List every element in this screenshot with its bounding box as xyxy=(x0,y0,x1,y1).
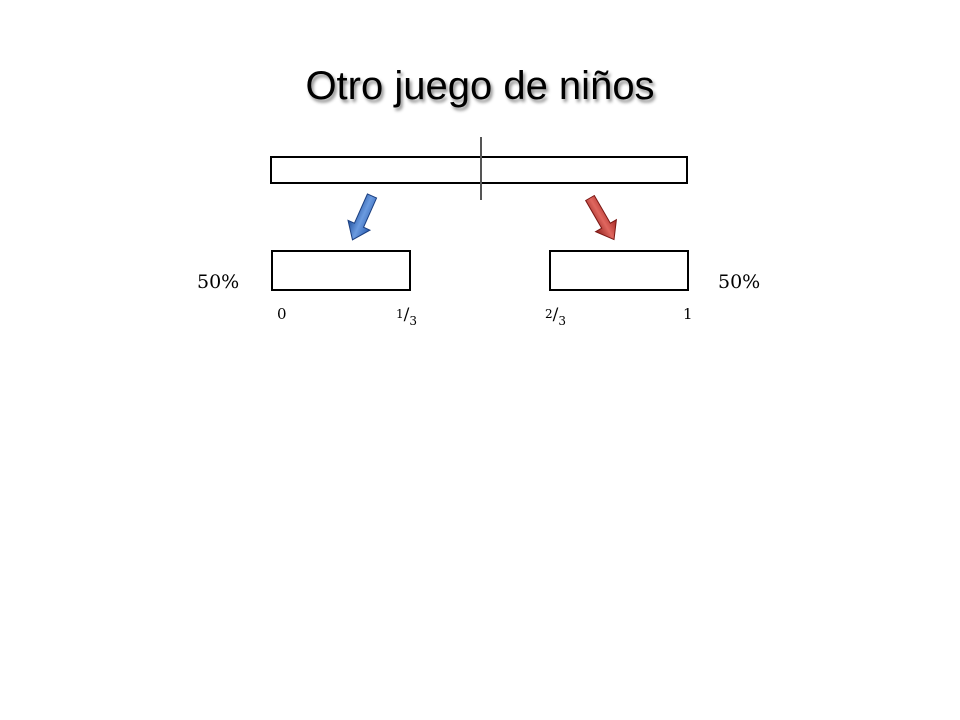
fraction-denominator: 3 xyxy=(558,314,567,328)
fraction-slash: / xyxy=(403,305,410,325)
right-interval-bar xyxy=(549,250,689,291)
left-interval-bar xyxy=(271,250,411,291)
tick-one-third: 1/3 xyxy=(396,305,418,328)
left-percent-label: 50% xyxy=(197,271,240,293)
tick-two-thirds: 2/3 xyxy=(545,305,567,328)
right-percent-label: 50% xyxy=(718,271,761,293)
tick-zero: 0 xyxy=(277,305,287,323)
midpoint-divider xyxy=(480,137,482,200)
arrow-down-left-icon xyxy=(347,193,378,241)
page-title: Otro juego de niños xyxy=(305,64,655,108)
top-interval-bar xyxy=(270,156,688,184)
arrow-down-right-icon xyxy=(584,194,618,241)
tick-one: 1 xyxy=(683,305,693,323)
fraction-numerator: 2 xyxy=(545,307,553,321)
fraction-slash: / xyxy=(552,305,559,325)
fraction-denominator: 3 xyxy=(409,314,418,328)
fraction-numerator: 1 xyxy=(396,307,404,321)
